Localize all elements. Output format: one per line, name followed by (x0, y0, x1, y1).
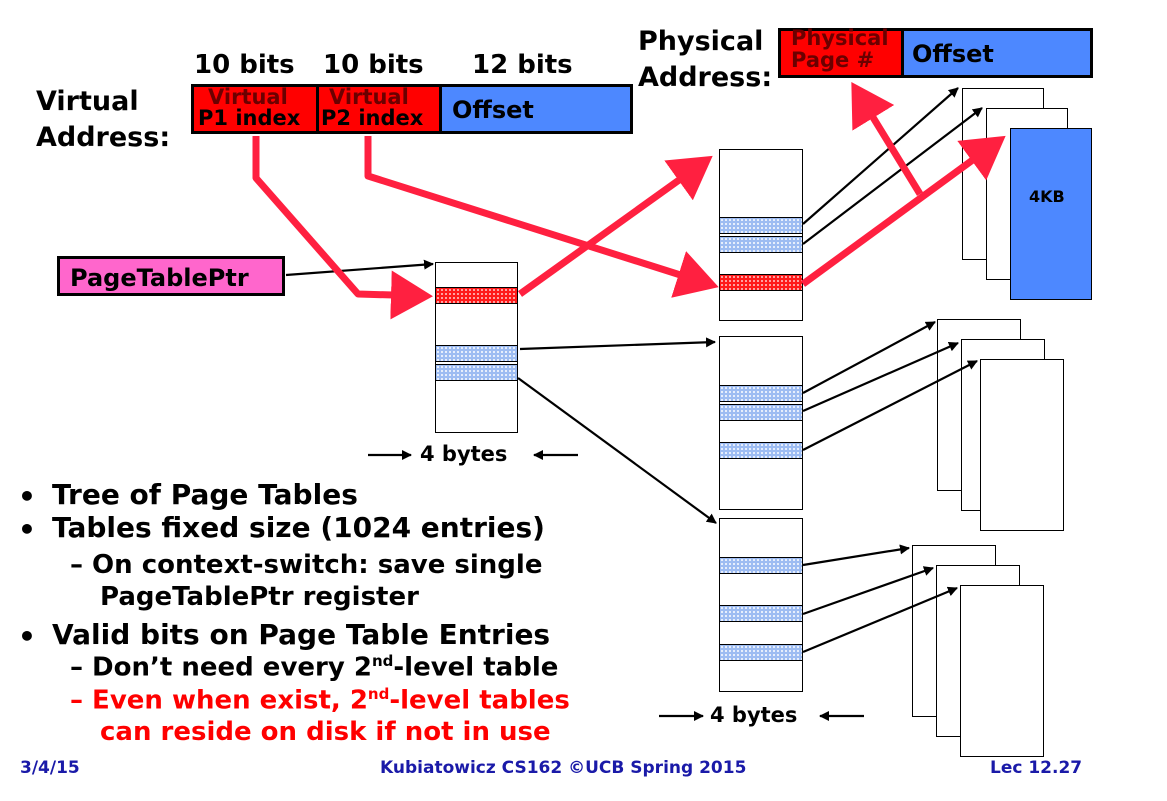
bullet-marker: • (18, 480, 36, 513)
bullet-tables-fixed-size: Tables fixed size (1024 entries) (52, 511, 545, 544)
second-level-entry-blue (719, 236, 803, 253)
virtual-offset-field: Offset (439, 84, 633, 134)
second-level-entry-blue (719, 557, 803, 574)
second-level-entry-blue (719, 404, 803, 421)
ppn-field-line2: Page # (791, 48, 875, 72)
physical-address-label-line2: Address: (638, 62, 773, 93)
p1-index-arrow (252, 136, 433, 320)
entry-to-page-arrow (802, 544, 910, 567)
first-red-entry-to-second-table-arrow (517, 155, 713, 297)
entry-to-page-arrow (802, 360, 978, 451)
page-size-label: 4KB (1029, 187, 1065, 206)
second-level-entry-blue (719, 442, 803, 459)
second-level-entry-blue (719, 217, 803, 234)
second-level-page-table-1 (719, 149, 803, 321)
page-table-ptr-register: PageTablePtr (57, 256, 285, 296)
entry-to-page-arrow (802, 566, 934, 616)
bullet-marker: • (18, 620, 36, 653)
bullet-valid-bits: Valid bits on Page Table Entries (52, 618, 551, 651)
sub-bullet-dont-need: – Don’t need every 2nd-level table (70, 652, 559, 683)
second-red-entry-to-page-arrow (800, 135, 1006, 287)
footer-course: Kubiatowicz CS162 ©UCB Spring 2015 (380, 758, 747, 778)
entry-to-page-arrow (802, 586, 958, 654)
entry-size-label: 4 bytes (420, 442, 508, 466)
p2-field-line2: P2 index (321, 106, 424, 130)
footer-lecture: Lec 12.27 (990, 758, 1083, 778)
second-level-entry-red (719, 274, 803, 291)
first-to-second-table-2-arrow (519, 337, 716, 351)
ppn-field-line1: Physical (791, 26, 889, 50)
p2-index-arrow (364, 136, 719, 298)
physical-offset-field: Offset (901, 28, 1093, 78)
ptr-to-first-table-arrow (285, 259, 434, 277)
physical-page (980, 359, 1064, 531)
physical-page-4kb: 4KB (1010, 128, 1092, 300)
physical-offset-text: Offset (912, 40, 994, 68)
virtual-p1-index-field: Virtual P1 index (191, 84, 319, 134)
bullet-tree-of-page-tables: Tree of Page Tables (52, 478, 358, 511)
sub-bullet-reside-on-disk: can reside on disk if not in use (100, 717, 551, 747)
virtual-address-label-line2: Address: (36, 122, 171, 153)
virtual-address-label-line1: Virtual (36, 86, 139, 117)
second-level-entry-blue (719, 385, 803, 402)
ppn-arrow (851, 82, 923, 196)
entry-to-page-arrow (802, 341, 959, 413)
virtual-offset-text: Offset (452, 96, 534, 124)
physical-address-label-line1: Physical (638, 26, 764, 57)
second-level-entry-blue (719, 605, 803, 622)
entry-to-page-arrow (802, 321, 936, 394)
physical-page-number-field: Physical Page # (778, 26, 904, 78)
entry-size-label: 4 bytes (710, 703, 798, 727)
first-level-entry-blue (435, 345, 518, 362)
sub-bullet-context-switch: – On context-switch: save single (70, 550, 543, 580)
first-level-entry-blue (435, 364, 518, 381)
page-table-ptr-text: PageTablePtr (70, 264, 249, 292)
second-level-page-table-2 (719, 336, 803, 510)
p1-field-line1: Virtual (208, 85, 288, 109)
sub-bullet-even-when-exist: – Even when exist, 2nd-level tables (70, 685, 570, 716)
physical-page (960, 585, 1044, 757)
entry-to-page-arrow (802, 87, 959, 225)
first-to-second-table-3-arrow (517, 377, 717, 524)
p1-bits-label: 10 bits (194, 50, 295, 80)
p2-bits-label: 10 bits (323, 50, 424, 80)
sub-bullet-register: PageTablePtr register (100, 582, 419, 612)
second-level-entry-blue (719, 644, 803, 661)
first-level-entry-red (435, 287, 518, 304)
offset-bits-label: 12 bits (472, 50, 573, 80)
bullet-marker: • (18, 513, 36, 546)
footer-date: 3/4/15 (20, 758, 80, 778)
p2-field-line1: Virtual (329, 85, 409, 109)
p1-field-line2: P1 index (198, 106, 301, 130)
entry-to-page-arrow (802, 107, 983, 245)
